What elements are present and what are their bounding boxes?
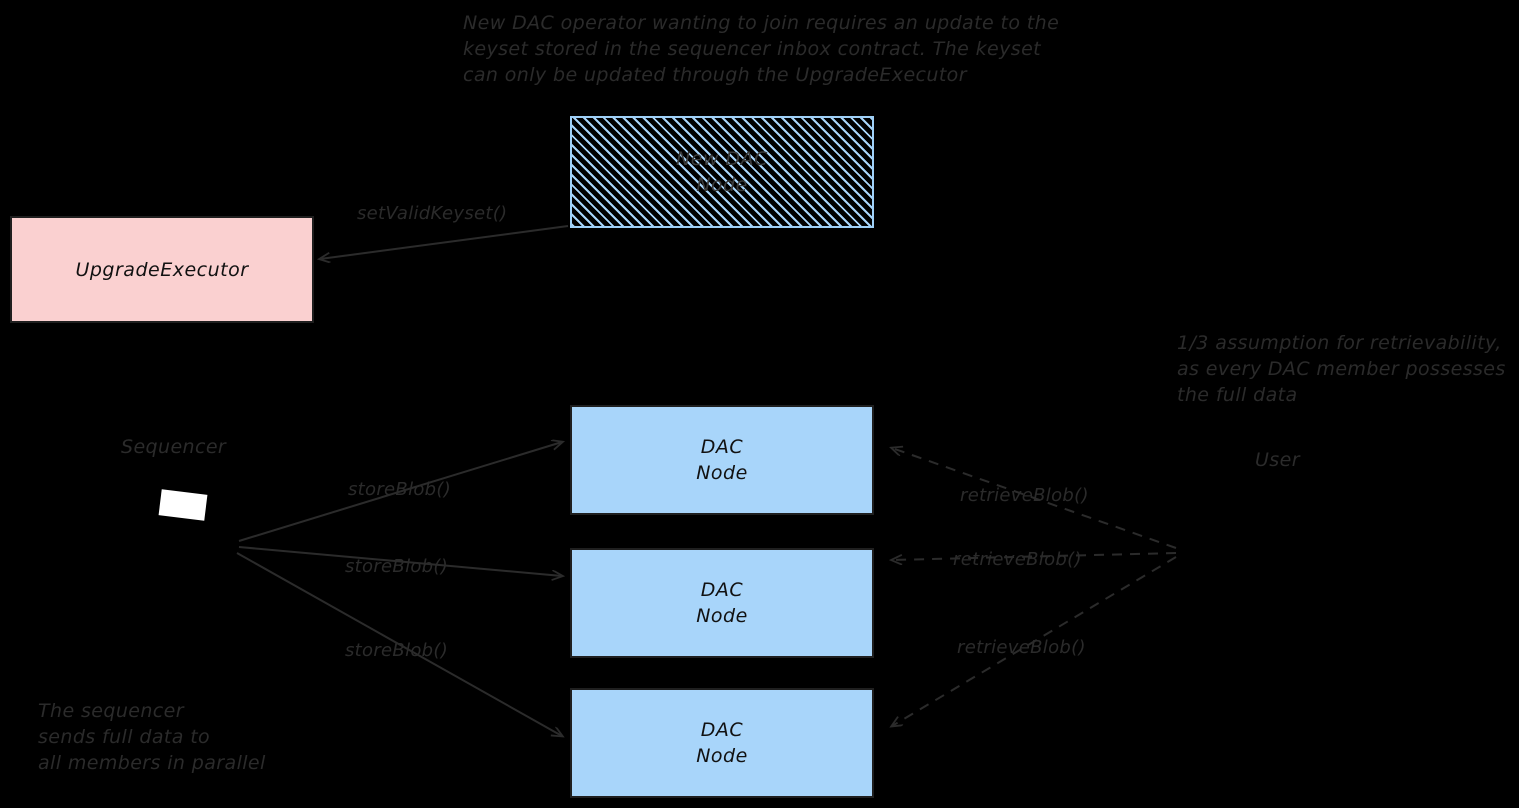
dac-node-box-3[interactable]: DAC Node <box>570 688 874 798</box>
edge-label-retrieve-blob-3: retrieveBlob() <box>957 637 1086 658</box>
edge-label-retrieve-blob-1: retrieveBlob() <box>960 485 1089 506</box>
edge-label-store-blob-3: storeBlob() <box>345 640 449 661</box>
edge-label-store-blob-1: storeBlob() <box>348 479 452 500</box>
upgrade-executor-label: UpgradeExecutor <box>75 258 249 281</box>
user-label: User <box>1255 449 1300 471</box>
new-dac-node-box[interactable]: New DAC Node <box>570 116 874 228</box>
edge-label-store-blob-2: storeBlob() <box>345 556 449 577</box>
dac-node-label-1: DAC Node <box>696 436 748 484</box>
dac-node-box-2[interactable]: DAC Node <box>570 548 874 658</box>
note-retrievability: 1/3 assumption for retrievability, as ev… <box>1177 332 1506 406</box>
edge-label-retrieve-blob-2: retrieveBlob() <box>953 549 1082 570</box>
dac-node-label-3: DAC Node <box>696 719 748 767</box>
dac-node-label-2: DAC Node <box>696 579 748 627</box>
edge-label-set-valid-keyset: setValidKeyset() <box>357 203 508 224</box>
sequencer-glyph <box>158 489 208 521</box>
sequencer-label: Sequencer <box>121 436 227 458</box>
upgrade-executor-box[interactable]: UpgradeExecutor <box>10 216 314 323</box>
note-new-dac-operator: New DAC operator wanting to join require… <box>463 12 1060 86</box>
dac-node-box-1[interactable]: DAC Node <box>570 405 874 515</box>
note-sequencer-parallel: The sequencer sends full data to all mem… <box>38 700 266 774</box>
edge-set-valid-keyset <box>320 225 569 259</box>
new-dac-node-label: New DAC Node <box>676 148 768 196</box>
